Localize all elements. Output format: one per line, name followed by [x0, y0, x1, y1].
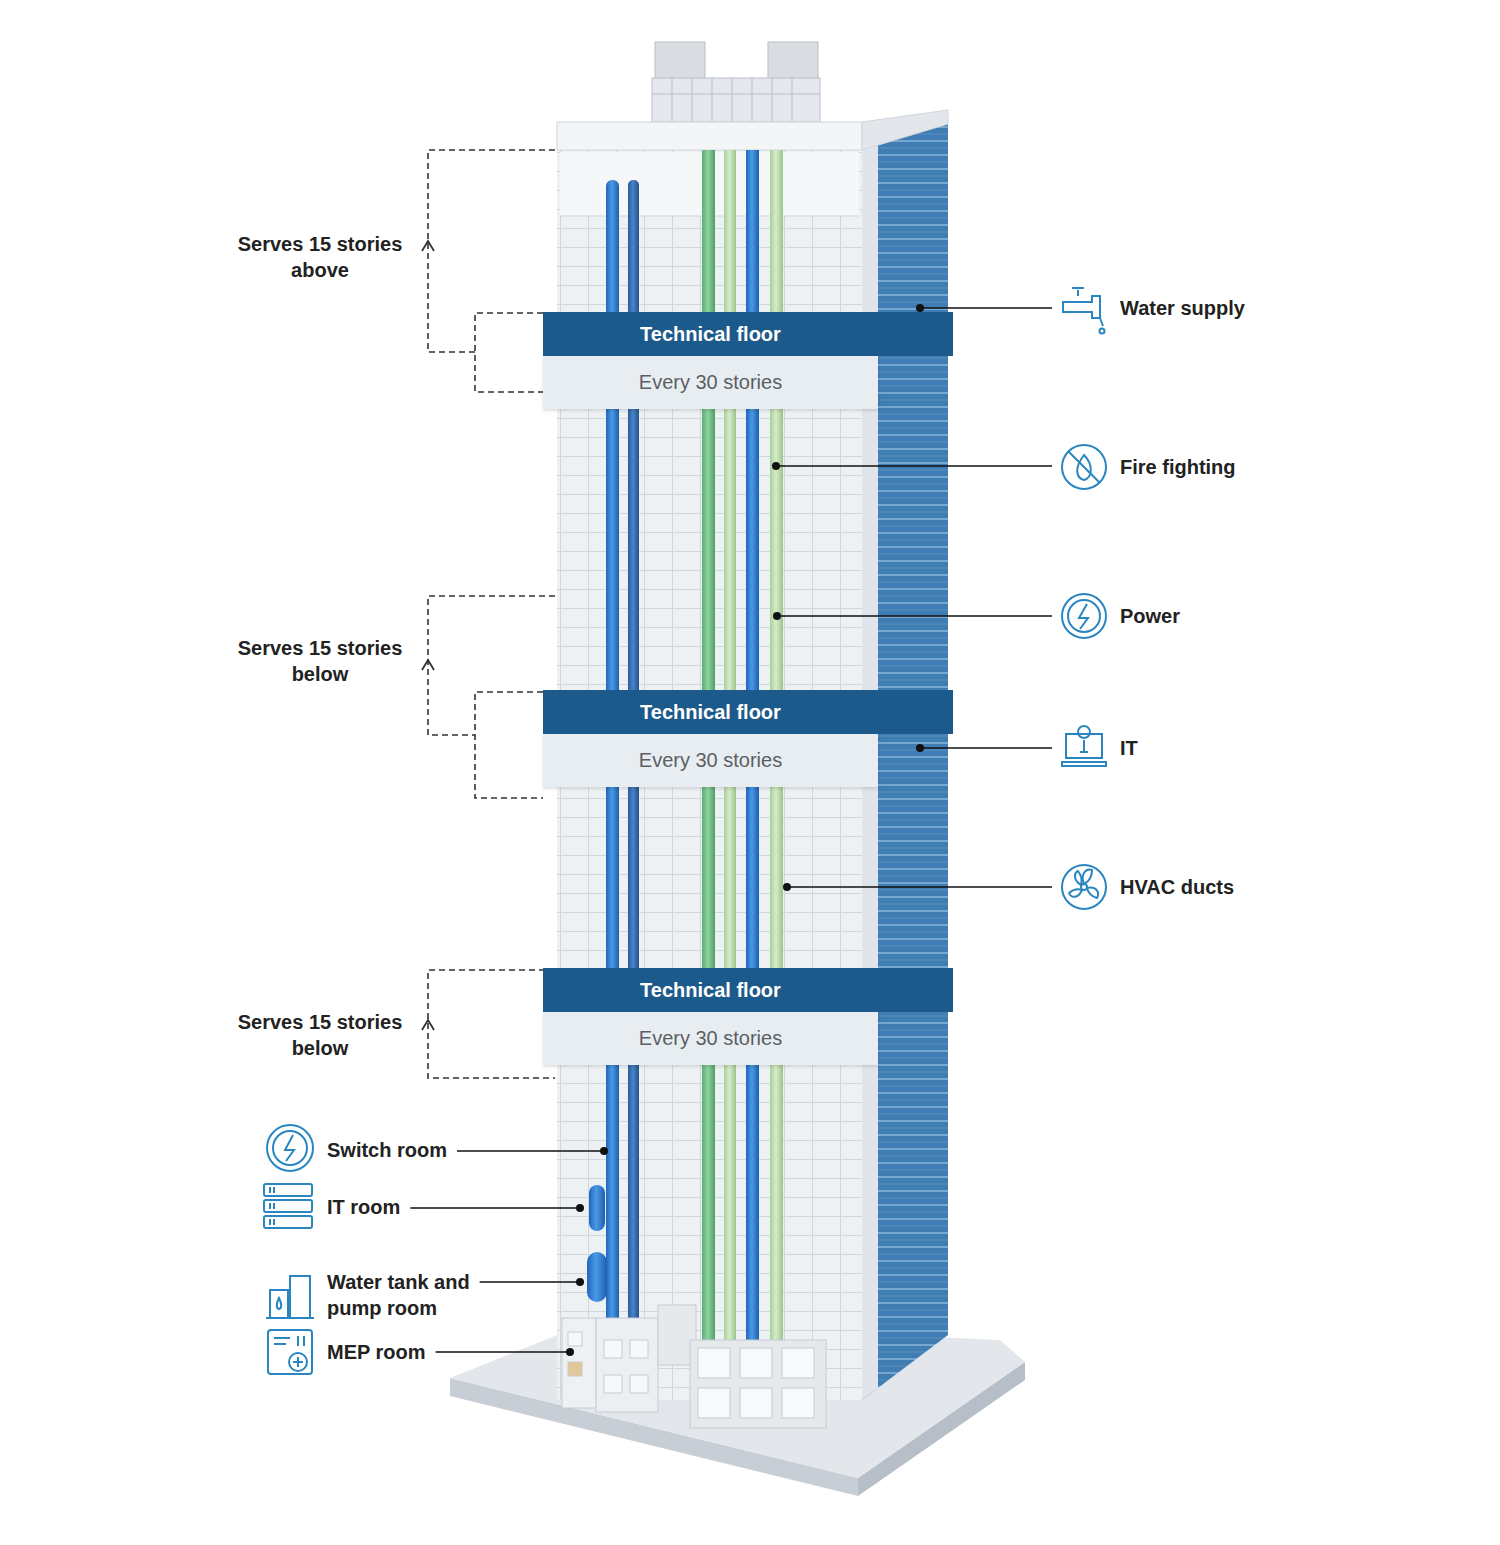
service-label: HVAC ducts	[1120, 874, 1234, 900]
ground-rooms	[562, 1305, 826, 1428]
bracket-chevron	[422, 241, 434, 1030]
technical-floor-band: Technical floorEvery 30 stories	[543, 312, 953, 409]
span-note: Serves 15 stories above	[220, 231, 420, 283]
span-note: Serves 15 stories below	[220, 635, 420, 687]
service-label: Water supply	[1120, 295, 1245, 321]
room-label: Water tank and pump room	[327, 1269, 497, 1321]
room-label: IT room	[327, 1194, 400, 1220]
leader-line	[436, 1351, 570, 1353]
technical-floor-band: Technical floorEvery 30 stories	[543, 968, 953, 1065]
service-label: Fire fighting	[1120, 454, 1236, 480]
room-icon	[264, 1125, 314, 1374]
band-subheading: Every 30 stories	[543, 1012, 878, 1065]
leader-dot	[576, 1278, 584, 1286]
band-heading: Technical floor	[543, 690, 953, 734]
band-heading: Technical floor	[543, 312, 953, 356]
service-icon	[1062, 288, 1106, 909]
service-label: IT	[1120, 735, 1138, 761]
band-subheading: Every 30 stories	[543, 356, 878, 409]
leader-dot	[566, 1348, 574, 1356]
base-platform	[450, 1322, 1025, 1496]
service-label: Power	[1120, 603, 1180, 629]
leader-line	[410, 1207, 580, 1209]
technical-floor-band: Technical floorEvery 30 stories	[543, 690, 953, 787]
room-label: Switch room	[327, 1137, 447, 1163]
band-heading: Technical floor	[543, 968, 953, 1012]
leader-dot	[576, 1204, 584, 1212]
rooftop-units	[652, 42, 820, 122]
band-subheading: Every 30 stories	[543, 734, 878, 787]
span-bracket	[428, 150, 555, 1078]
leader-line	[480, 1281, 580, 1283]
leader-line	[457, 1150, 604, 1152]
span-note: Serves 15 stories below	[220, 1009, 420, 1061]
leader-dot	[600, 1147, 608, 1155]
room-label: MEP room	[327, 1339, 426, 1365]
